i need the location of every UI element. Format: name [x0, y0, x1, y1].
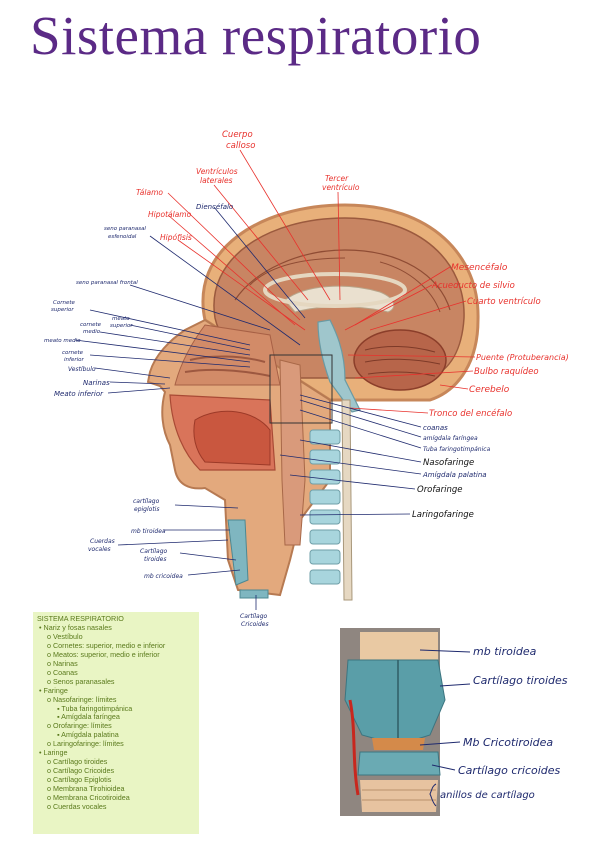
cricoid-cartilage: [357, 751, 441, 776]
label-seno-esfenoidal-2: esfenoidal: [108, 234, 137, 240]
outline-item: o Meatos: superior, medio e inferior: [47, 649, 160, 659]
outline-item: o Cuerdas vocales: [47, 802, 107, 812]
tongue: [193, 410, 271, 466]
label-cornete-inferior-1: cornete: [62, 350, 84, 356]
label-tercer-ventriculo-2: ventrículo: [322, 183, 360, 192]
label-larynx-mb-cricotiroidea: Mb Cricotiroidea: [463, 736, 553, 749]
label-narinas: Narinas: [83, 379, 110, 387]
label-cornete-superior-1: Cornete: [53, 300, 75, 306]
label-tuba: Tuba faringotimpánica: [423, 446, 491, 453]
larynx-cartilage: [227, 519, 249, 586]
blood-vessel: [348, 699, 360, 796]
outline-item: o Cornetes: superior, medio e inferior: [47, 640, 166, 650]
label-ventriculos-2: laterales: [200, 176, 233, 185]
page-title: Sistema respiratorio: [30, 5, 482, 66]
label-puente: Puente (Protuberancia): [476, 353, 569, 362]
label-cornete-medio-2: medio: [83, 329, 101, 335]
label-coanas: coanas: [423, 424, 448, 432]
label-seno-esfenoidal-1: seno paranasal: [104, 226, 146, 232]
label-cuarto-ventriculo: Cuarto ventrículo: [467, 297, 541, 307]
label-tronco: Tronco del encéfalo: [429, 408, 512, 419]
label-nasofaringe: Nasofaringe: [423, 458, 474, 468]
outline-item: • Faringe: [39, 685, 68, 695]
outline-item: o Nasofaringe: límites: [47, 694, 117, 704]
label-cartilago-cricoides-1: Cartílago: [240, 613, 268, 620]
label-mb-cricoidea: mb cricoidea: [144, 573, 183, 580]
label-cerebelo: Cerebelo: [469, 385, 510, 395]
label-cartilago-epiglotis-2: epiglotis: [134, 506, 159, 513]
label-acueducto: Acueducto de silvio: [431, 281, 515, 291]
label-vestibulo: Vestíbulo: [68, 366, 96, 373]
brain-folds: [234, 249, 451, 311]
label-mb-tiroidea-left: mb tiroidea: [131, 528, 166, 535]
larynx-leader-lines: [419, 649, 471, 807]
outline-item: o Membrana Cricotiroidea: [47, 793, 130, 803]
corpus-callosum: [263, 272, 407, 308]
outline-item: ▪ Amígdala faríngea: [57, 712, 120, 722]
outline-item: o Narinas: [47, 658, 78, 668]
outline-item: • Laringe: [39, 748, 68, 758]
label-amigdala-faringea: amígdala faríngea: [423, 435, 478, 442]
red-leader-lines: [167, 149, 476, 414]
label-meato-superior-2: superior: [110, 323, 133, 329]
outline-item: ▪ Amígdala palatina: [57, 730, 119, 740]
label-larynx-mb-tiroidea: mb tiroidea: [473, 645, 537, 658]
spinal-cord: [341, 399, 353, 601]
label-cuerpo-calloso-2: calloso: [226, 141, 255, 151]
outline-item: ▪ Tuba faringotimpánica: [57, 703, 133, 713]
label-larynx-anillos: anillos de cartílago: [440, 789, 535, 801]
outline-item: o Coanas: [47, 667, 78, 677]
brainstem: [317, 319, 361, 413]
tracheal-rings: [360, 780, 438, 812]
label-seno-frontal: seno paranasal frontal: [76, 280, 138, 286]
label-talamo: Tálamo: [136, 188, 163, 197]
label-larynx-cartilago-tiroides: Cartílago tiroides: [473, 674, 568, 687]
outline-item: o Orofaringe: límites: [47, 721, 112, 731]
label-cornete-superior-2: superior: [51, 307, 74, 313]
dark-leader-lines: [74, 206, 422, 610]
vertebrae: [309, 429, 341, 585]
label-cartilago-cricoides-2: Cricoides: [241, 621, 269, 628]
outline-item: o Laringofaringe: límites: [47, 739, 124, 749]
outline-box: SISTEMA RESPIRATORIO • Nariz y fosas nas…: [33, 612, 199, 834]
label-diencefalo: Diencéfalo: [196, 203, 233, 211]
label-cuerdas-vocales-2: vocales: [88, 546, 111, 553]
outline-item: o Cartílago Cricoides: [47, 766, 115, 776]
label-meato-superior-1: meato: [112, 316, 130, 322]
label-hipofisis: Hipófisis: [160, 233, 192, 242]
label-meato-inferior: Meato inferior: [54, 390, 104, 398]
label-larynx-cartilago-cricoides: Cartílago cricoides: [458, 764, 561, 777]
label-tercer-ventriculo-1: Tercer: [325, 174, 349, 183]
label-cartilago-tiroides-1: Cartílago: [140, 548, 168, 555]
cricothyroid-membrane: [372, 738, 425, 750]
outline-heading: SISTEMA RESPIRATORIO: [37, 614, 124, 623]
outline-item: o Vestíbulo: [47, 631, 83, 641]
label-bulbo: Bulbo raquídeo: [474, 367, 539, 377]
label-laringofaringe: Laringofaringe: [412, 510, 474, 520]
label-hipotalamo: Hipotálamo: [148, 210, 192, 219]
label-amigdala-palatina: Amígdala palatina: [422, 471, 487, 479]
label-cuerdas-vocales-1: Cuerdas: [90, 538, 115, 545]
label-cornete-medio-1: cornete: [80, 322, 102, 328]
outline-item: o Cartílago Epiglotis: [47, 775, 112, 785]
label-meato-medio: meato medio: [44, 338, 81, 344]
label-orofaringe: Orofaringe: [417, 485, 462, 495]
pharynx: [279, 359, 306, 546]
label-mesencefalo: Mesencéfalo: [451, 262, 508, 273]
label-cartilago-tiroides-2: tiroides: [144, 556, 166, 563]
region-box: [269, 354, 333, 424]
label-ventriculos-1: Ventrículos: [196, 167, 238, 176]
label-cuerpo-calloso-1: Cuerpo: [222, 130, 253, 140]
label-cornete-inferior-2: inferior: [64, 357, 84, 363]
cerebellum: [353, 329, 447, 391]
outline-item: o Cartílago tiroides: [47, 757, 108, 767]
hyoid-area: [360, 632, 438, 660]
label-cartilago-epiglotis-1: cartílago: [133, 498, 160, 505]
outline-item: o Membrana Tirohioidea: [47, 784, 125, 794]
outline-item: • Nariz y fosas nasales: [39, 622, 112, 632]
outline-item: o Senos paranasales: [47, 676, 115, 686]
